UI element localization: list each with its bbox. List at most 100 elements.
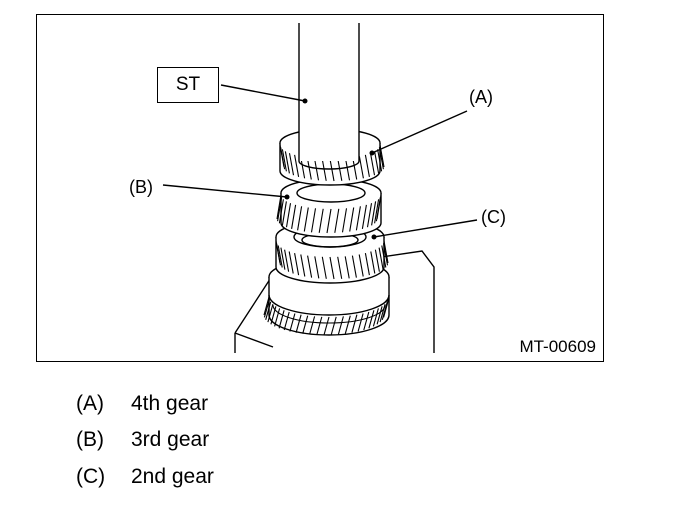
leader-dot-b	[284, 194, 290, 200]
gear-tooth	[378, 147, 384, 170]
gear-tooth	[276, 194, 282, 220]
third-gear-teeth	[276, 194, 382, 234]
gear-tooth	[358, 254, 364, 277]
gear-tooth	[284, 151, 290, 174]
gear-tooth	[370, 251, 376, 274]
gear-tooth	[344, 315, 351, 334]
gear-assembly-illustration	[162, 23, 478, 353]
legend-text-b: 3rd gear	[131, 428, 210, 451]
gear-tooth	[263, 296, 270, 316]
gear-tooth	[302, 315, 309, 334]
gear-tooth	[376, 306, 383, 325]
gear-tooth	[270, 306, 277, 325]
gear-tooth	[275, 243, 282, 266]
gear-tooth	[316, 316, 323, 336]
legend-item-a: (A) 4th gear	[76, 392, 208, 416]
gear-tooth	[314, 256, 320, 279]
gear-tooth	[358, 156, 364, 179]
callout-b: (B)	[129, 177, 153, 197]
legend-key-c: (C)	[76, 465, 106, 488]
gear-tooth	[383, 240, 389, 264]
gear-tooth	[274, 308, 281, 327]
second-gear-teeth	[275, 240, 389, 280]
gear-tooth	[277, 245, 283, 268]
callout-c: (C)	[481, 207, 506, 227]
gear-tooth	[351, 255, 357, 278]
gear-tooth	[281, 149, 287, 172]
gear-tooth	[381, 245, 387, 268]
gear-tooth	[374, 199, 380, 224]
gear-tooth	[310, 208, 317, 233]
gear-tooth	[366, 203, 373, 228]
special-tool-shaft	[298, 23, 360, 170]
gear-tooth	[263, 299, 270, 318]
gear-tooth	[330, 316, 337, 336]
gear-tooth	[297, 206, 303, 231]
gear-tooth	[383, 296, 390, 316]
gear-tooth	[382, 243, 389, 266]
gear-tooth	[334, 208, 340, 233]
gear-tooth	[379, 303, 386, 323]
gear-tooth	[326, 208, 332, 234]
lower-gear-teeth	[263, 296, 390, 336]
gear-tooth	[284, 249, 290, 272]
leader-line-c	[373, 219, 478, 238]
gear-tooth	[294, 154, 300, 177]
legend-item-c: (C) 2nd gear	[76, 465, 214, 489]
gear-tooth	[363, 311, 370, 331]
fourth-gear-teeth	[279, 144, 385, 182]
legend-text-a: 4th gear	[131, 392, 209, 415]
press-block-front	[234, 332, 274, 348]
gear-tooth	[318, 208, 324, 233]
gear-tooth	[265, 301, 272, 320]
leader-line-b	[162, 184, 288, 198]
figure-id: MT-00609	[519, 337, 596, 356]
legend-text-c: 2nd gear	[131, 465, 214, 488]
gear-tooth	[295, 314, 302, 333]
gear-tooth	[329, 158, 335, 182]
gear-tooth	[357, 313, 364, 332]
special-tool-label: ST	[157, 67, 219, 103]
gear-tooth	[374, 249, 380, 272]
gear-tooth	[372, 308, 379, 327]
figure-frame: ST (A) (B) (C) MT-00609	[36, 14, 604, 362]
gear-tooth	[280, 247, 286, 270]
gear-tooth	[378, 247, 384, 270]
gear-tooth	[283, 311, 290, 331]
gear-tooth	[300, 254, 306, 277]
gear-tooth	[337, 316, 344, 335]
gear-tooth	[278, 310, 285, 329]
gear-tooth	[281, 201, 287, 226]
gear-tooth	[285, 203, 292, 228]
callout-a: (A)	[469, 87, 493, 107]
press-block-outline	[234, 250, 435, 353]
gear-tooth	[371, 201, 377, 226]
gear-tooth	[321, 158, 327, 181]
gear-tooth	[306, 157, 312, 180]
gear-tooth	[364, 154, 370, 177]
gear-tooth	[307, 255, 313, 278]
gear-tooth	[277, 197, 283, 222]
gear-tooth	[288, 251, 294, 274]
gear-tooth	[361, 204, 367, 229]
legend-item-b: (B) 3rd gear	[76, 428, 209, 452]
gear-tooth	[323, 316, 330, 336]
gear-tooth	[309, 316, 316, 335]
gear-tooth	[329, 256, 335, 280]
gear-tooth	[352, 157, 358, 180]
gear-tooth	[278, 199, 284, 224]
legend-key-a: (A)	[76, 392, 104, 415]
legend-key-b: (B)	[76, 428, 104, 451]
gear-tooth	[349, 207, 355, 232]
gear-tooth	[291, 204, 297, 229]
gear-tooth	[267, 303, 274, 323]
leader-line-st	[220, 84, 306, 102]
gear-tooth	[369, 153, 376, 176]
gear-tooth	[294, 253, 300, 276]
gear-tooth	[376, 194, 382, 220]
gear-tooth	[303, 207, 309, 232]
gear-tooth	[351, 314, 358, 333]
leader-dot-st	[302, 98, 308, 104]
gear-tooth	[341, 208, 348, 233]
gear-tooth	[374, 151, 380, 174]
